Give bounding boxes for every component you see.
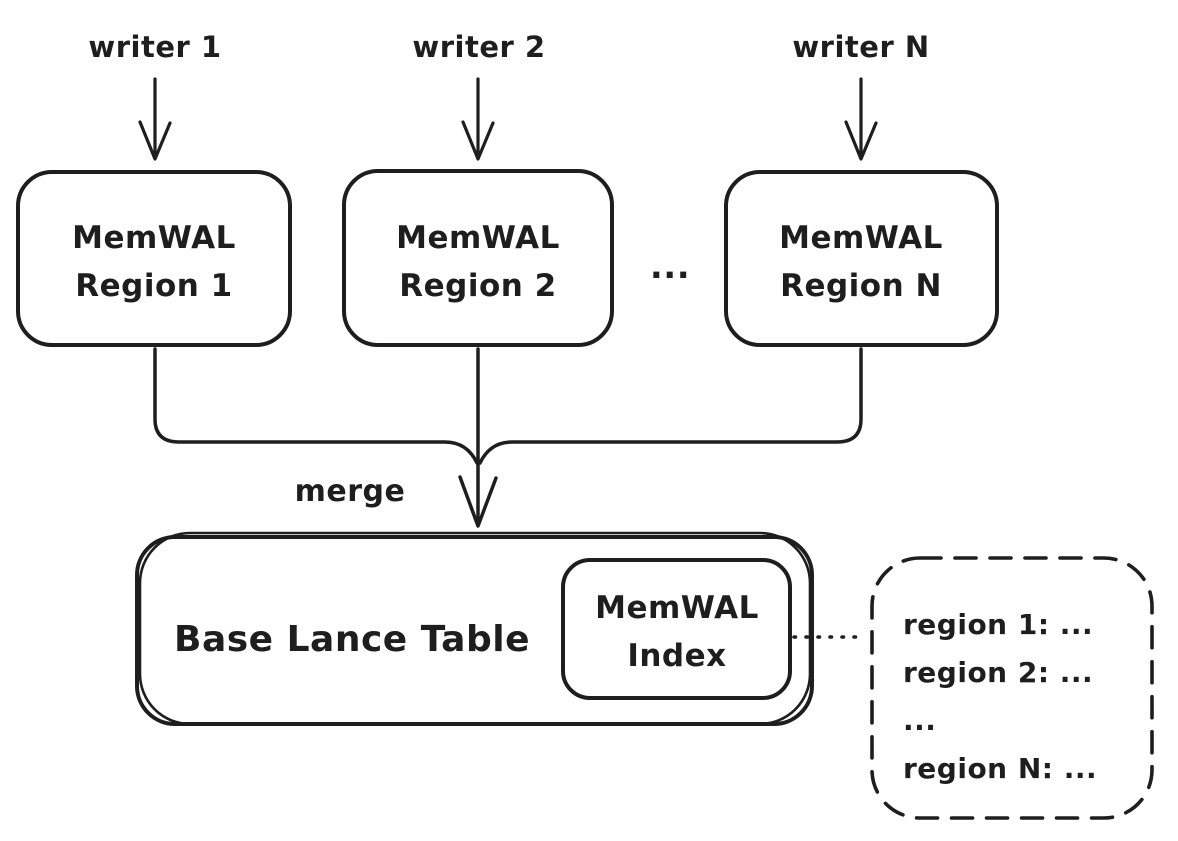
index-mapping-entry-1: region 1: ...: [903, 608, 1093, 641]
index-mapping-entry-2: region 2: ...: [903, 656, 1093, 689]
memwal-region-2-line2: Region 2: [399, 268, 556, 304]
index-mapping-entry-ellipsis: ...: [903, 704, 936, 737]
memwal-region-n-box: MemWAL Region N: [724, 170, 999, 347]
merge-arrowhead-icon: [458, 475, 498, 528]
base-lance-table-label: Base Lance Table: [174, 619, 530, 660]
base-lance-table-sketch-outline: [138, 531, 812, 726]
memwal-index-box: MemWAL Index: [561, 558, 792, 700]
regions-ellipsis: ...: [650, 247, 690, 287]
memwal-region-2-box: MemWAL Region 2: [342, 169, 614, 347]
writer-2-arrow-icon: [461, 77, 495, 161]
memwal-region-n-line1: MemWAL: [779, 220, 943, 256]
memwal-region-n-line2: Region N: [780, 268, 942, 304]
memwal-region-1-box: MemWAL Region 1: [16, 170, 292, 347]
writer-n-arrow-icon: [844, 77, 878, 161]
writer-1-label: writer 1: [88, 30, 221, 64]
writer-1-arrow-icon: [138, 77, 172, 161]
memwal-index-line2: Index: [627, 638, 726, 674]
index-mapping-entry-n: region N: ...: [903, 752, 1097, 785]
index-mapping-detail-box: region 1: ... region 2: ... ... region N…: [870, 556, 1154, 820]
writer-2-label: writer 2: [412, 30, 545, 64]
merge-funnel-connector: [153, 347, 863, 528]
memwal-region-1-line1: MemWAL: [72, 220, 236, 256]
base-lance-table-box: Base Lance Table MemWAL Index: [135, 531, 814, 726]
memwal-index-line1: MemWAL: [595, 590, 759, 626]
memwal-region-1-line2: Region 1: [75, 268, 232, 304]
merge-label: merge: [295, 474, 406, 509]
memwal-region-2-line1: MemWAL: [396, 220, 560, 256]
writer-n-label: writer N: [792, 30, 929, 64]
